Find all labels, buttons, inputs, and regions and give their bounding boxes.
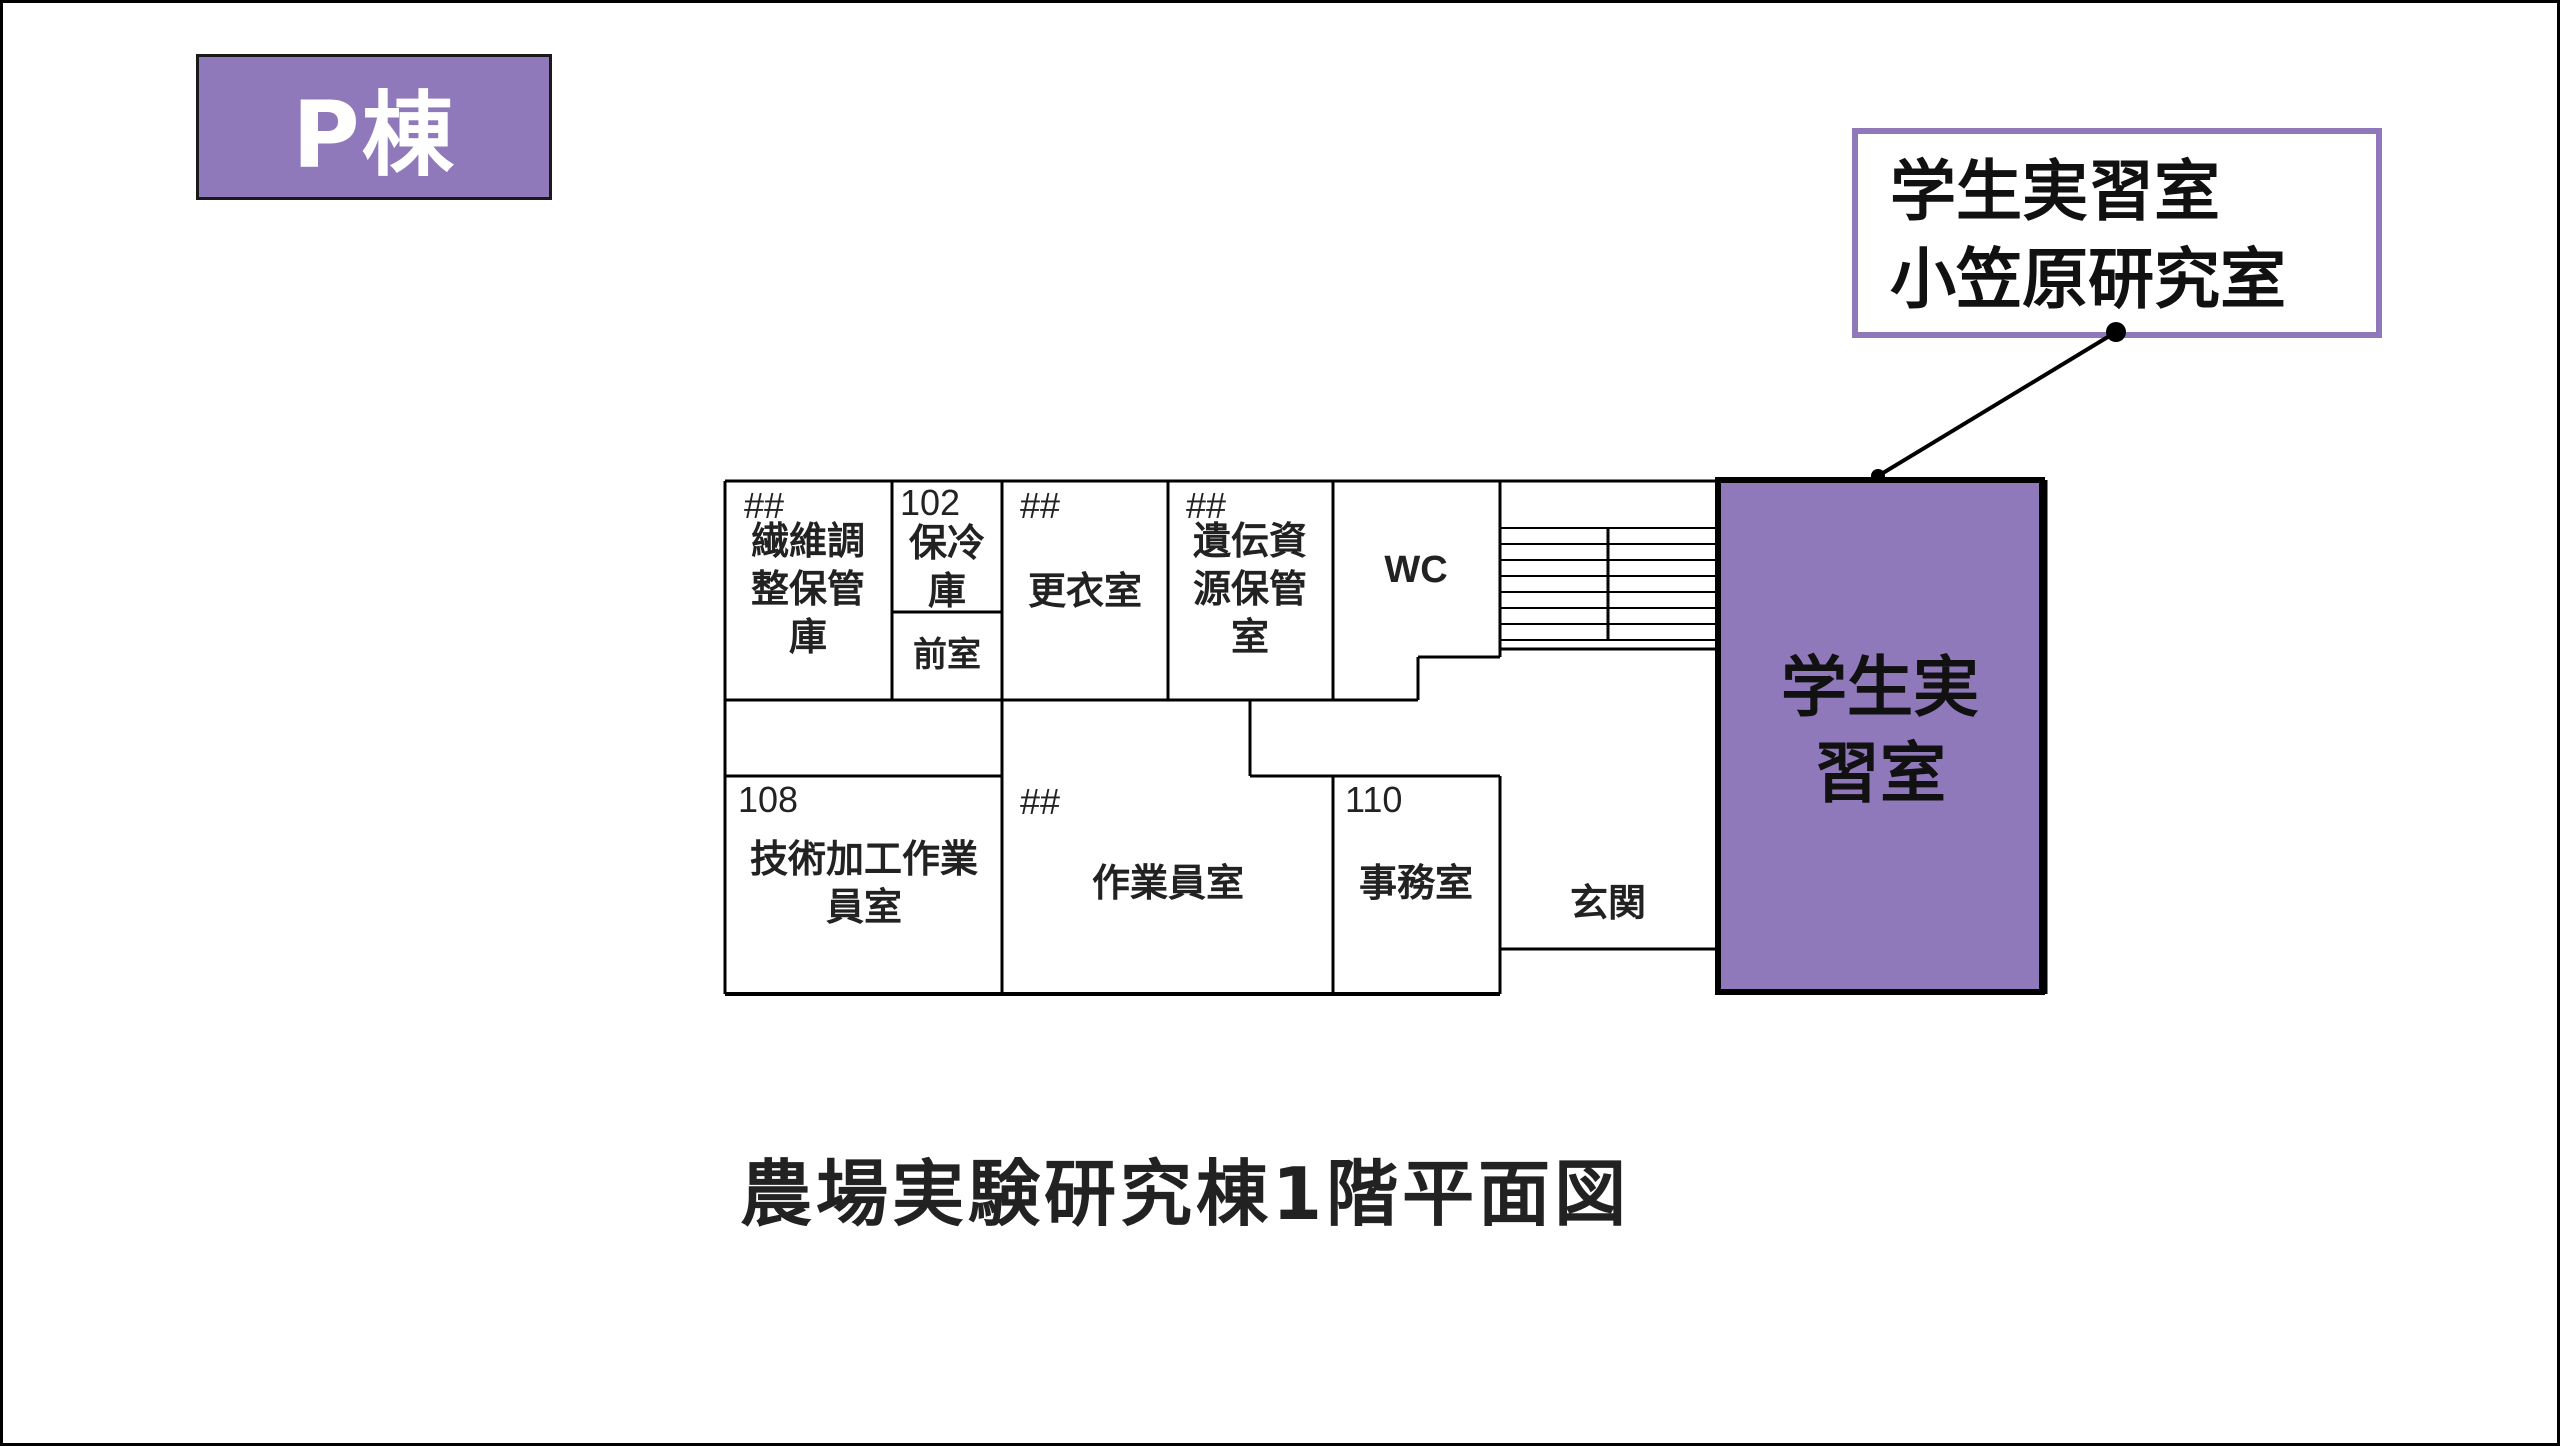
room-locker-name: 更衣室: [1028, 569, 1142, 613]
building-label-badge: P棟: [196, 54, 552, 200]
room-worker-name: 作業員室: [1092, 861, 1244, 905]
callout-box: 学生実習室 小笠原研究室: [1852, 128, 2382, 338]
room-locker-number: ##: [1020, 485, 1060, 526]
student-lab-name-1: 学生実: [1781, 649, 1979, 726]
callout-line-1: 学生実習室: [1890, 153, 2220, 230]
callout-line-2: 小笠原研究室: [1890, 241, 2286, 318]
room-fiber-name-2: 整保管: [751, 567, 865, 611]
room-genetic-name-3: 室: [1231, 615, 1269, 659]
callout-connector-dot-top: [2106, 322, 2126, 342]
room-office-name: 事務室: [1359, 861, 1473, 905]
room-office-number: 110: [1345, 779, 1402, 820]
room-genetic-name-1: 遺伝資: [1193, 519, 1307, 563]
room-fiber-name-1: 繊維調: [751, 519, 865, 563]
stairs: [1500, 527, 1718, 641]
room-entrance-name: 玄関: [1570, 881, 1646, 925]
callout-connector-line: [1876, 330, 2118, 478]
building-label: P棟: [292, 81, 456, 189]
room-tech-name-2: 員室: [826, 885, 902, 929]
plan-walls: [723, 479, 1718, 996]
room-tech-number: 108: [738, 779, 798, 820]
student-lab-block: [1715, 477, 2045, 995]
room-cold-name-1: 保冷: [909, 521, 985, 565]
room-fiber-name-3: 庫: [789, 615, 827, 659]
room-wc-name: WC: [1384, 549, 1447, 591]
room-cold-number: 102: [900, 482, 960, 523]
plan-title: 農場実験研究棟1階平面図: [740, 1152, 1631, 1236]
room-worker-number: ##: [1020, 781, 1060, 822]
room-cold-name-2: 庫: [928, 569, 966, 613]
room-anteroom-name: 前室: [913, 635, 981, 675]
room-tech-name-1: 技術加工作業: [750, 837, 978, 881]
room-fiber-number: ##: [744, 485, 784, 526]
room-genetic-name-2: 源保管: [1193, 567, 1307, 611]
room-genetic-number: ##: [1186, 485, 1226, 526]
student-lab-name-2: 習室: [1814, 735, 1946, 812]
